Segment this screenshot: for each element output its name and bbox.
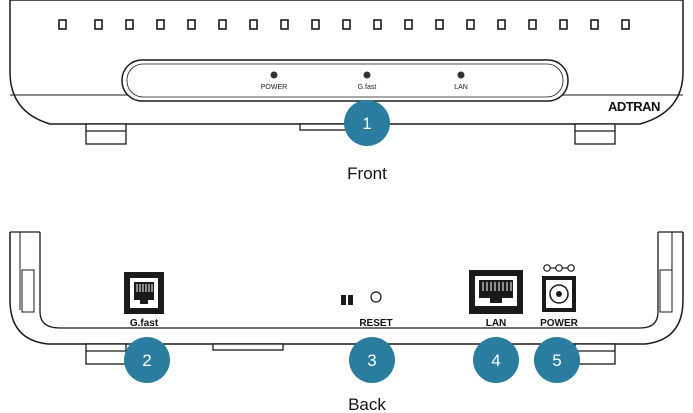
- gfast-led: [363, 71, 371, 79]
- power-led: [270, 71, 278, 79]
- front-feet: [85, 123, 616, 145]
- callout-4: [473, 337, 519, 383]
- callout-2: [124, 337, 170, 383]
- reset-label: RESET: [359, 318, 392, 329]
- callout-1-number: 1: [362, 114, 371, 133]
- led-panel: [121, 59, 569, 102]
- gfast-led-label: G.fast: [358, 84, 377, 91]
- callout-2-number: 2: [142, 351, 151, 370]
- back-view: G.fast RESET LAN: [9, 231, 684, 413]
- reset-hole: [370, 291, 382, 303]
- callout-3: [349, 337, 395, 383]
- front-view: POWER G.fast LAN ADTRAN 1 Front: [9, 0, 684, 183]
- lan-led-label: LAN: [454, 84, 468, 91]
- gfast-port: [124, 272, 164, 314]
- adtran-logo: ADTRAN: [608, 99, 660, 114]
- callout-4-number: 4: [491, 351, 500, 370]
- front-view-label: Front: [347, 164, 387, 183]
- callout-1: [344, 100, 390, 146]
- back-feet: [85, 343, 616, 365]
- lan-led: [457, 71, 465, 79]
- vent-slots: [58, 19, 630, 30]
- gfast-port-label: G.fast: [130, 318, 159, 329]
- dip-switch: [341, 295, 353, 305]
- polarity-icon: [543, 264, 575, 272]
- callout-5: [534, 337, 580, 383]
- lan-port-label: LAN: [486, 318, 507, 329]
- power-port-label: POWER: [540, 318, 579, 329]
- lan-port: [469, 270, 523, 314]
- power-jack: [542, 276, 576, 312]
- callout-5-number: 5: [552, 351, 561, 370]
- power-led-label: POWER: [261, 84, 287, 91]
- callout-3-number: 3: [367, 351, 376, 370]
- back-view-label: Back: [348, 395, 386, 413]
